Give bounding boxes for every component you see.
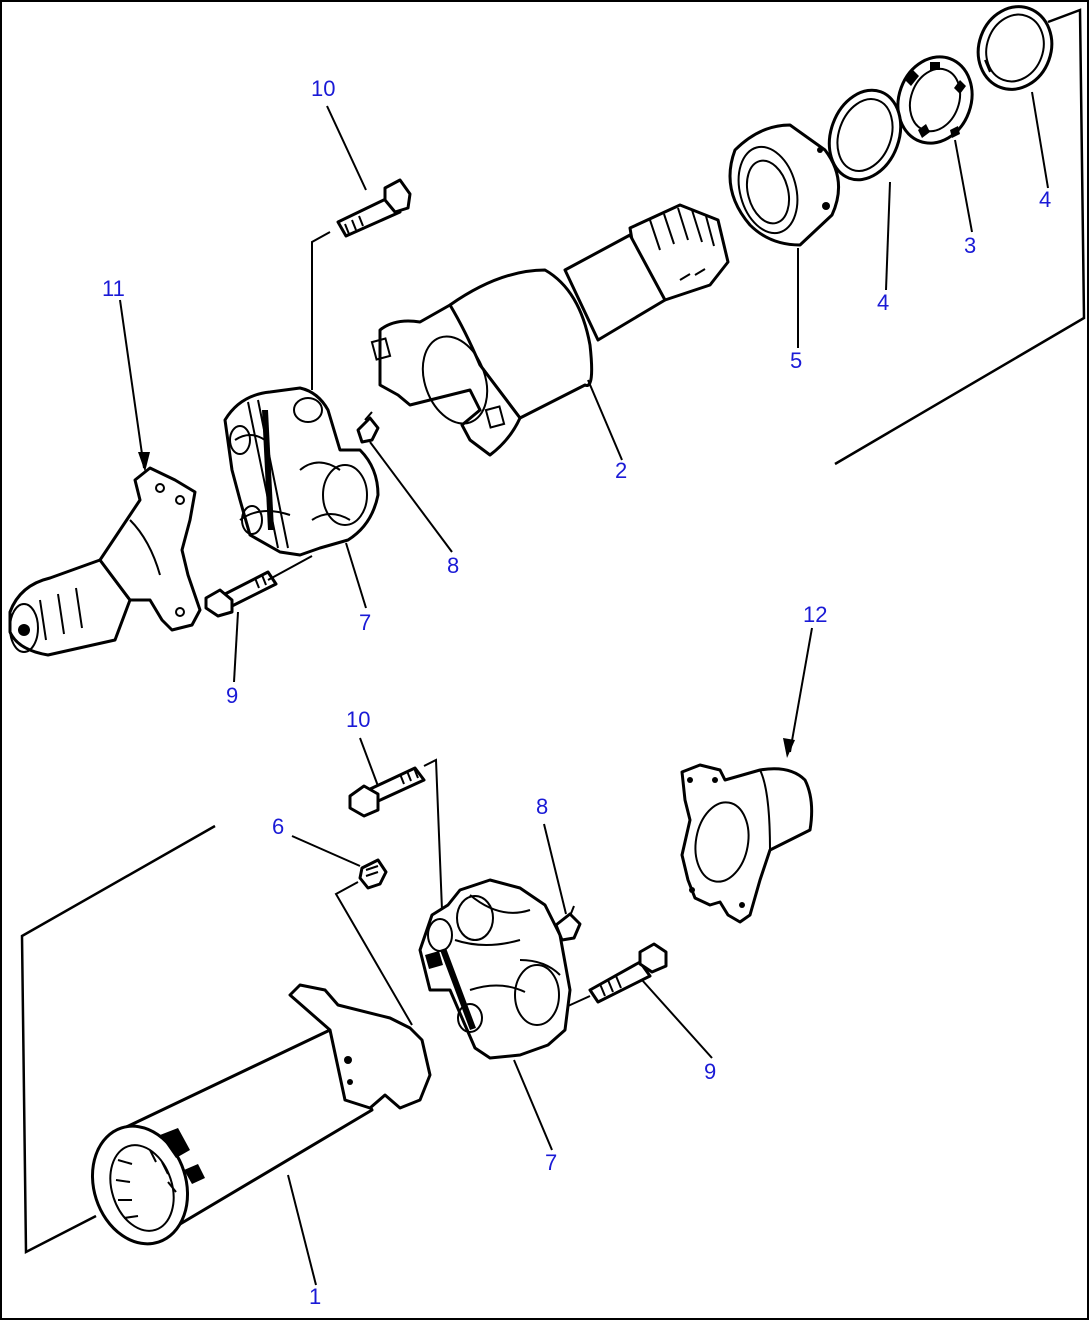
leader-12 (789, 627, 813, 753)
part-1-tube-yoke (90, 983, 432, 1246)
arrow-12 (783, 738, 795, 758)
part-9-bolt-upper (204, 570, 278, 618)
callout-9-lower: 9 (704, 1059, 716, 1084)
part-10-bolt-upper (336, 178, 412, 238)
callout-4-second: 4 (877, 290, 889, 315)
assembly-bracket-upper (834, 8, 1086, 466)
leader-8b (543, 823, 567, 915)
leader-7a (345, 542, 367, 609)
part-9-bolt-lower (588, 942, 668, 1004)
part-12-flange-yoke (680, 763, 814, 924)
part-6-grease-fitting (358, 858, 388, 890)
leader-4a (1031, 91, 1049, 189)
part-10-bolt-lower (348, 766, 426, 818)
leader-11 (119, 299, 145, 469)
centerline-upper-bolt10 (311, 231, 331, 390)
callout-8-upper: 8 (447, 553, 459, 578)
callout-3: 3 (964, 233, 976, 258)
part-3-bearing (896, 55, 974, 145)
leader-9a (233, 611, 239, 683)
callout-10-lower: 10 (346, 707, 370, 732)
part-4-snap-ring-outer (976, 5, 1054, 91)
leader-3 (954, 139, 973, 233)
leader-1 (287, 1174, 317, 1286)
callout-7-upper: 7 (359, 610, 371, 635)
callout-11: 11 (102, 276, 125, 301)
leader-10a (326, 105, 367, 191)
callout-10-upper: 10 (311, 76, 335, 101)
arrow-11 (138, 452, 150, 472)
part-11-end-yoke (8, 466, 202, 657)
callout-2: 2 (615, 458, 627, 483)
callout-4-top: 4 (1039, 187, 1051, 212)
centerline-upper-bolt9 (267, 555, 313, 581)
part-5-bearing-cup (728, 123, 841, 247)
part-4-snap-ring-inner (827, 88, 903, 182)
callout-6: 6 (272, 814, 284, 839)
callout-12: 12 (803, 602, 827, 627)
leader-9b (641, 979, 713, 1059)
leader-4b (885, 181, 891, 291)
part-2-slip-yoke-shaft (370, 203, 730, 457)
part-7-universal-joint-upper (223, 386, 380, 557)
leader-6 (291, 835, 361, 867)
callout-8-lower: 8 (536, 794, 548, 819)
leader-10b (359, 737, 379, 787)
callout-7-lower: 7 (545, 1150, 557, 1175)
callout-5: 5 (790, 348, 802, 373)
centerline-lower-bolt10 (423, 758, 443, 911)
leader-2 (587, 379, 623, 461)
assembly-bracket-lower (20, 824, 216, 1255)
part-7-universal-joint-lower (418, 878, 572, 1060)
callout-1: 1 (309, 1284, 321, 1309)
centerline-lower-bolt9 (567, 995, 591, 1007)
part-8-grease-fitting-upper (356, 411, 380, 444)
part-8-grease-fitting-lower (554, 905, 582, 942)
centerline-lower-fitting6 (334, 881, 413, 1026)
leader-7b (513, 1059, 553, 1151)
callout-9-upper: 9 (226, 683, 238, 708)
leader-8a (369, 441, 453, 553)
